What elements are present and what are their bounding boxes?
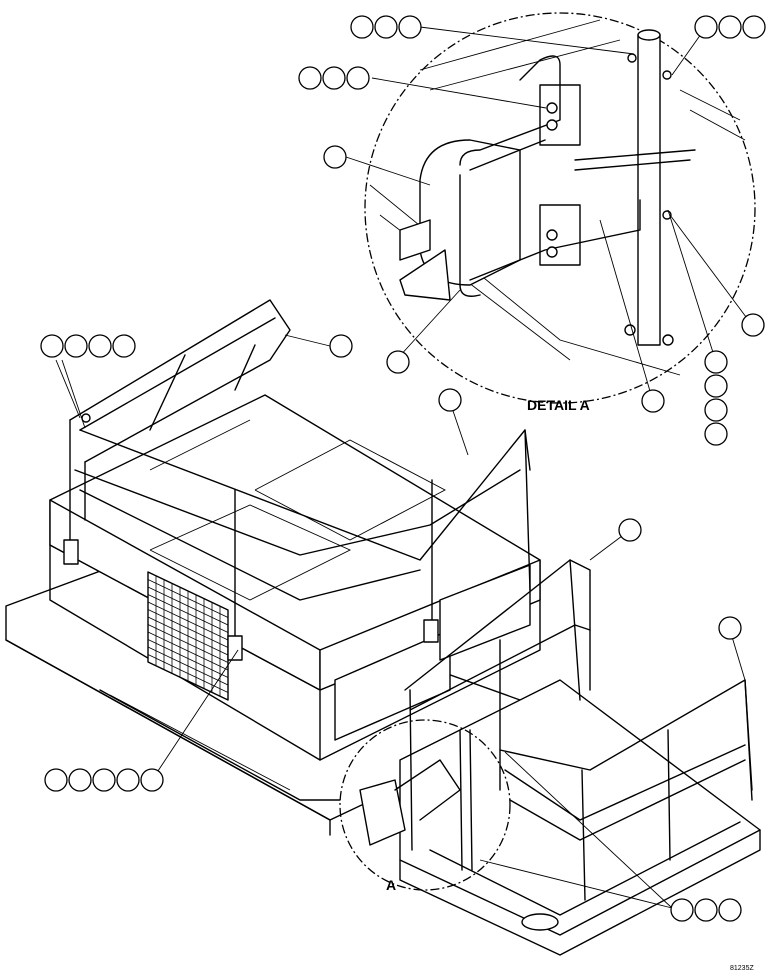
callout-bubble (670, 898, 694, 922)
callout-bubble (40, 334, 64, 358)
callout-bubble (298, 66, 322, 90)
callout-bubble (88, 334, 112, 358)
callout-bubble (374, 15, 398, 39)
callout-bubble (618, 518, 642, 542)
callout-bubble (704, 398, 728, 422)
grille-bar (147, 586, 229, 626)
grille-bar (147, 654, 229, 693)
callout-bubble (398, 15, 422, 39)
grille-bar (147, 579, 229, 618)
detail-a-circle (364, 12, 756, 404)
callout-bubble (346, 66, 370, 90)
callout-bubble (694, 898, 718, 922)
detail-a-marker-circle (339, 719, 511, 891)
callout-bubble (694, 15, 718, 39)
callout-bubble (44, 768, 68, 792)
grille-bar (147, 616, 229, 656)
callout-bubble (92, 768, 116, 792)
rear-folding-rail (63, 299, 291, 565)
front-right-rail (499, 679, 753, 901)
callout-bubbles (40, 15, 766, 922)
callout-bubble (742, 15, 766, 39)
folding-seat-small (359, 729, 473, 871)
callout-bubble (116, 768, 140, 792)
callout-bubble (718, 15, 742, 39)
callout-bubble (438, 388, 462, 412)
top-side-rail (74, 429, 531, 661)
callout-bubble (329, 334, 353, 358)
grille-bar (147, 646, 229, 686)
detail-a-content (369, 19, 746, 376)
detail-a-label: DETAIL A (527, 397, 590, 413)
callout-bubble (64, 334, 88, 358)
callout-bubble (350, 15, 374, 39)
grille-bar (147, 624, 229, 663)
callout-bubble (140, 768, 164, 792)
callout-bubble (112, 334, 136, 358)
step-rail (404, 559, 591, 851)
callout-bubble (323, 145, 347, 169)
figure-number: 81235Z (730, 965, 754, 972)
front-platform (399, 679, 761, 956)
callout-bubble (704, 374, 728, 398)
callout-bubble (386, 350, 410, 374)
callout-bubble (704, 422, 728, 446)
section-a-label: A (386, 877, 396, 893)
callout-bubble (718, 616, 742, 640)
callout-bubble (322, 66, 346, 90)
callout-bubble (641, 389, 665, 413)
grille-bar (147, 609, 229, 648)
grille-bar (147, 639, 229, 678)
callout-bubble (704, 350, 728, 374)
grille-bar (147, 594, 229, 633)
grille-bar (147, 631, 229, 671)
callout-bubble (741, 313, 765, 337)
grille-bar (147, 601, 229, 641)
radiator-grille (147, 571, 229, 701)
callout-bubble (718, 898, 742, 922)
callout-bubble (68, 768, 92, 792)
